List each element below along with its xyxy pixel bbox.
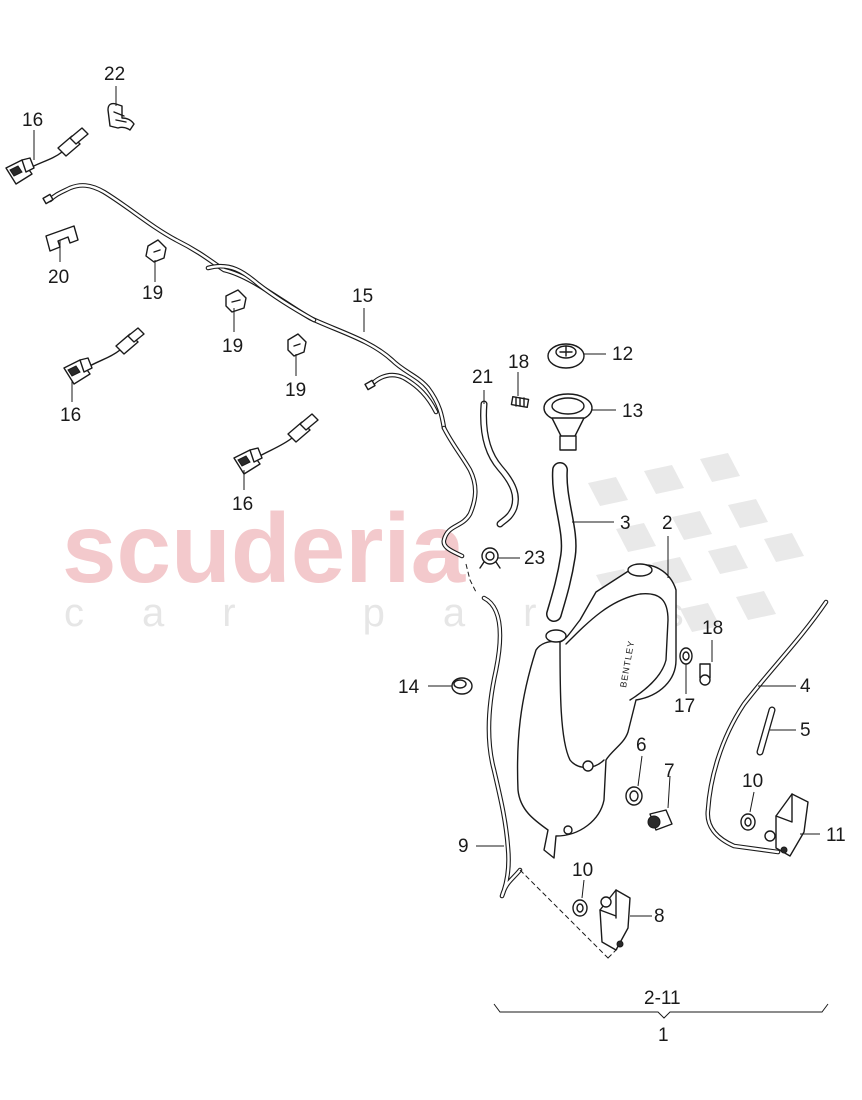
part-19-clip-b <box>225 289 247 313</box>
part-11-pump <box>764 793 809 857</box>
callout-21: 21 <box>472 367 493 388</box>
callout-16-top: 16 <box>22 110 43 131</box>
part-10-grommet-lower <box>572 899 588 917</box>
callout-13: 13 <box>622 401 643 422</box>
part-23-clip <box>479 547 501 569</box>
watermark-brand: scuderia <box>62 493 467 603</box>
part-3-hose <box>546 462 577 622</box>
part-9-hose <box>465 563 523 899</box>
callout-10-lower: 10 <box>572 860 593 881</box>
part-18-screw-top <box>510 395 530 409</box>
callout-22: 22 <box>104 64 125 85</box>
part-19-clip-a <box>145 239 167 263</box>
callout-7: 7 <box>664 761 675 782</box>
callout-19-a: 19 <box>142 283 163 304</box>
callout-18-top: 18 <box>508 352 529 373</box>
part-15-hose <box>42 183 478 559</box>
callout-2-11: 2-11 <box>644 988 681 1009</box>
callout-16-middle: 16 <box>60 405 81 426</box>
callout-2: 2 <box>662 513 673 534</box>
part-4-tube <box>705 599 829 855</box>
callout-9: 9 <box>458 836 469 857</box>
callout-15: 15 <box>352 286 373 307</box>
callout-11: 11 <box>826 825 846 846</box>
callout-23: 23 <box>524 548 545 569</box>
part-16-sensor-lower <box>233 413 319 475</box>
part-21-hose <box>480 400 519 528</box>
callout-10-right: 10 <box>742 771 763 792</box>
callout-4: 4 <box>800 676 811 697</box>
callout-16-lower: 16 <box>232 494 253 515</box>
watermark: scuderia car parts <box>62 453 804 635</box>
callout-5: 5 <box>800 720 811 741</box>
callout-17: 17 <box>674 696 695 717</box>
part-2-reservoir: BENTLEY <box>516 563 677 859</box>
leader-lines <box>33 86 829 1019</box>
callout-12: 12 <box>612 344 633 365</box>
part-16-sensor-top <box>5 127 89 185</box>
assembly-dash-line <box>519 869 621 961</box>
callout-20: 20 <box>48 267 69 288</box>
part-6-grommet <box>625 786 643 806</box>
part-14-grommet <box>451 677 473 695</box>
part-18-screw-right <box>699 663 711 686</box>
part-16-sensor-middle <box>63 327 145 385</box>
callout-18-right: 18 <box>702 618 723 639</box>
callouts: 22 16 20 19 19 19 15 16 16 18 21 12 13 3… <box>22 64 846 1046</box>
callout-1: 1 <box>658 1025 669 1046</box>
callout-19-b: 19 <box>222 336 243 357</box>
callout-14: 14 <box>398 677 420 698</box>
part-20-bracket <box>45 225 79 252</box>
part-19-clip-c <box>287 333 307 357</box>
part-5-hose <box>756 706 776 756</box>
part-10-grommet-right <box>740 813 756 831</box>
part-22-clip <box>107 102 135 131</box>
callout-6: 6 <box>636 735 647 756</box>
part-8-pump <box>599 889 631 951</box>
callout-8: 8 <box>654 906 665 927</box>
callout-19-c: 19 <box>285 380 306 401</box>
part-12-cap <box>547 343 585 369</box>
callout-3: 3 <box>620 513 631 534</box>
part-7-sensor <box>647 809 673 831</box>
part-13-filler-neck <box>543 393 593 451</box>
part-17-washer <box>679 647 693 665</box>
